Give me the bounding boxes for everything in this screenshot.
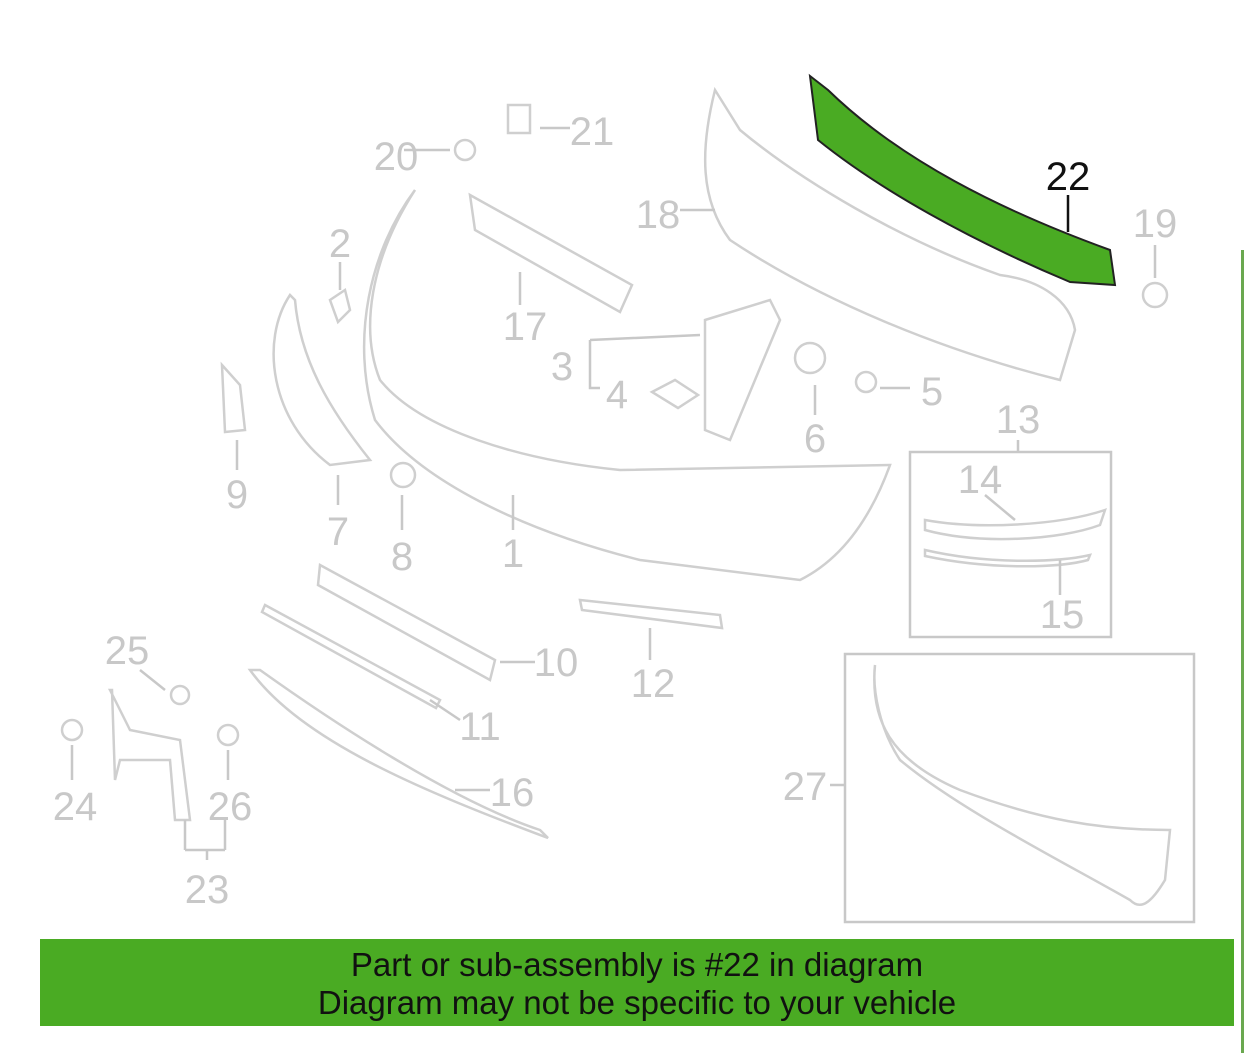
callout-1: 1	[502, 532, 524, 576]
callout-3: 3	[551, 345, 573, 389]
callout-22: 22	[1046, 155, 1091, 199]
screw-part-24[interactable]	[60, 718, 84, 742]
clip-part-25[interactable]	[169, 684, 191, 706]
clip-part-2[interactable]	[328, 287, 352, 325]
callout-13: 13	[996, 398, 1041, 442]
clip-part-26[interactable]	[216, 723, 240, 747]
clip-part-8[interactable]	[389, 461, 417, 489]
skid-plate-part-27[interactable]	[873, 664, 1172, 906]
banner-line-disclaimer: Diagram may not be specific to your vehi…	[317, 984, 957, 1021]
callout-18: 18	[636, 193, 681, 237]
callout-8: 8	[391, 535, 413, 579]
callout-11: 11	[459, 705, 501, 749]
side-cover-part-7[interactable]	[272, 293, 373, 467]
callout-4: 4	[606, 373, 628, 417]
nut-part-6[interactable]	[793, 341, 827, 375]
callout-5: 5	[921, 370, 943, 414]
callout-19: 19	[1133, 202, 1178, 246]
callout-17: 17	[503, 305, 548, 349]
trim-part-15[interactable]	[923, 548, 1093, 568]
bracket-part-3[interactable]	[703, 298, 782, 442]
bolt-part-20[interactable]	[453, 138, 477, 162]
callout-14: 14	[958, 458, 1003, 502]
bolt-part-5[interactable]	[854, 370, 878, 394]
reinforcement-bar-part-22[interactable]	[808, 73, 1117, 287]
callout-21: 21	[570, 110, 615, 154]
callout-23: 23	[185, 868, 230, 912]
energy-absorber-part[interactable]	[703, 86, 1077, 382]
callout-26: 26	[208, 785, 253, 829]
callout-24: 24	[53, 785, 98, 829]
right-edge-border	[1241, 250, 1244, 1053]
callout-9: 9	[226, 473, 248, 517]
callout-10: 10	[534, 641, 579, 685]
callout-16: 16	[490, 771, 535, 815]
banner-line-part-number: Part or sub-assembly is #22 in diagram	[350, 946, 924, 983]
molding-part-12[interactable]	[578, 598, 724, 630]
grille-strip-part-17[interactable]	[468, 192, 634, 314]
clip-part-19[interactable]	[1141, 281, 1169, 309]
notice-banner: Part or sub-assembly is #22 in diagram D…	[40, 939, 1234, 1026]
lower-grille-part-10[interactable]	[316, 563, 497, 682]
spoiler-part-16[interactable]	[247, 668, 549, 840]
callout-27: 27	[783, 765, 828, 809]
part-13-group-box	[908, 450, 1113, 639]
callout-12: 12	[631, 662, 676, 706]
callout-2: 2	[329, 222, 351, 266]
bracket-part-23[interactable]	[107, 688, 192, 822]
callout-20: 20	[374, 135, 419, 179]
callout-25: 25	[105, 629, 150, 673]
bumper-cover-part[interactable]	[362, 189, 892, 582]
nut-part-4[interactable]	[649, 378, 701, 410]
bracket-part-9[interactable]	[220, 361, 247, 434]
callout-7: 7	[327, 510, 349, 554]
clip-part-21[interactable]	[506, 103, 532, 135]
callout-15: 15	[1040, 593, 1085, 637]
callout-6: 6	[804, 417, 826, 461]
trim-part-14[interactable]	[923, 508, 1107, 541]
part-27-kit-box	[843, 652, 1196, 924]
strip-part-11[interactable]	[260, 603, 442, 710]
